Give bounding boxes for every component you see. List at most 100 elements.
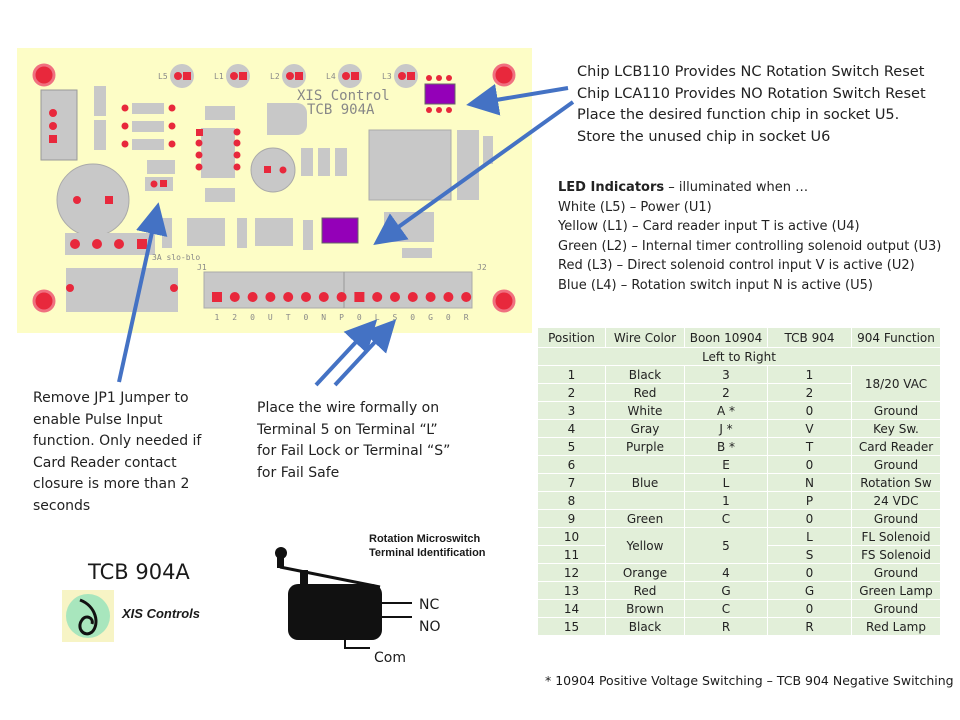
terminal-9 <box>354 292 365 302</box>
svg-text:L1: L1 <box>214 72 224 81</box>
terminal-11 <box>390 292 400 302</box>
table-cell-tcb: 2 <box>767 383 852 402</box>
terminal-label: 0 <box>446 313 451 322</box>
table-cell-boon: 4 <box>684 563 768 582</box>
table-cell-boon: 3 <box>684 365 768 384</box>
terminal-10 <box>372 292 383 302</box>
table-cell-tcb: N <box>767 473 852 492</box>
table-cell-pos: 11 <box>537 545 606 564</box>
socket-u6-chip <box>424 83 456 105</box>
chip-note: Chip LCA110 Provides NO Rotation Switch … <box>577 85 926 102</box>
table-cell-color <box>605 455 685 474</box>
terminal-label: G <box>428 313 433 322</box>
terminal-label: S <box>393 313 398 322</box>
table-cell-pos: 7 <box>537 473 606 492</box>
table-cell-boon: 2 <box>684 383 768 402</box>
product-title: TCB 904A <box>88 560 190 584</box>
table-cell-tcb: 0 <box>767 599 852 618</box>
col-header: TCB 904 <box>767 327 852 348</box>
terminal-3 <box>247 292 258 302</box>
table-cell-color: Orange <box>605 563 685 582</box>
wiring-table: Position Wire Color Boon 10904 TCB 904 9… <box>537 327 941 636</box>
table-cell-boon: G <box>684 581 768 600</box>
microswitch-icon <box>275 547 390 649</box>
logo-icon <box>66 594 110 638</box>
com-label: Com <box>374 650 406 666</box>
terminal-label: 0 <box>250 313 255 322</box>
terminal-label: U <box>268 313 273 322</box>
led-item: Yellow (L1) – Card reader input T is act… <box>558 219 860 234</box>
led-indicators-subtitle: – illuminated when … <box>664 180 809 195</box>
table-cell-color: Black <box>605 617 685 636</box>
arrow-to-terminal-s <box>333 319 397 387</box>
table-cell-boon: 5 <box>684 527 768 564</box>
mounting-hole <box>492 289 516 313</box>
led-item: Green (L2) – Internal timer controlling … <box>558 238 942 254</box>
microswitch-title: Rotation Microswitch Terminal Identifica… <box>369 533 486 559</box>
table-cell-func: Red Lamp <box>851 617 941 636</box>
led-indicators-title: LED Indicators <box>558 180 665 195</box>
terminal-14 <box>443 292 454 302</box>
table-cell-tcb: T <box>767 437 852 456</box>
table-cell-func: Rotation Sw <box>851 473 941 492</box>
table-cell-tcb: 0 <box>767 563 852 582</box>
table-cell-boon: J * <box>684 419 768 438</box>
logo-text: XIS Controls <box>122 606 201 621</box>
table-cell-tcb: 0 <box>767 401 852 420</box>
terminal-12 <box>407 292 418 302</box>
led-item: Red (L3) – Direct solenoid control input… <box>558 258 915 273</box>
table-cell-boon: A * <box>684 401 768 420</box>
terminal-label: 0 <box>357 313 362 322</box>
terminal-label: P <box>339 313 344 322</box>
table-cell-func: Ground <box>851 599 941 618</box>
svg-text:J1: J1 <box>197 263 207 272</box>
terminal-7 <box>318 292 329 302</box>
terminal-label: 2 <box>232 313 237 322</box>
footnote: * 10904 Positive Voltage Switching – TCB… <box>545 673 954 688</box>
terminal-label: 1 <box>215 313 220 322</box>
arrow-to-u6 <box>466 83 569 116</box>
table-cell-boon: 1 <box>684 491 768 510</box>
terminal-label: 0 <box>304 313 309 322</box>
arrow-to-u5 <box>373 100 575 245</box>
table-cell-boon: L <box>684 473 768 492</box>
table-cell-tcb: 0 <box>767 509 852 528</box>
table-cell-boon: E <box>684 455 768 474</box>
table-cell-pos: 5 <box>537 437 606 456</box>
mounting-hole <box>492 63 516 87</box>
table-cell-tcb: P <box>767 491 852 510</box>
table-cell-color: Red <box>605 383 685 402</box>
table-cell-func: Ground <box>851 455 941 474</box>
terminal-label: R <box>464 313 469 322</box>
terminal-13 <box>425 292 436 302</box>
table-cell-tcb: L <box>767 527 852 546</box>
svg-text:J2: J2 <box>477 263 487 272</box>
led-item: Blue (L4) – Rotation switch input N is a… <box>558 277 873 293</box>
table-cell-pos: 8 <box>537 491 606 510</box>
terminal-6 <box>301 292 311 302</box>
table-cell-tcb: 1 <box>767 365 852 384</box>
terminal-label: N <box>321 313 326 322</box>
table-cell-pos: 2 <box>537 383 606 402</box>
xis-logo <box>62 590 114 642</box>
mounting-hole <box>32 63 56 87</box>
table-cell-func: 18/20 VAC <box>851 365 941 402</box>
table-cell-pos: 15 <box>537 617 606 636</box>
chip-note: Place the desired function chip in socke… <box>577 107 900 123</box>
terminal-label: T <box>286 313 291 322</box>
svg-text:L5: L5 <box>158 72 168 81</box>
table-cell-color: Yellow <box>605 527 685 564</box>
mounting-hole <box>32 289 56 313</box>
led-indicators: LED Indicators – illuminated when … Whit… <box>558 178 941 295</box>
table-cell-func: FL Solenoid <box>851 527 941 546</box>
chip-notes: Chip LCB110 Provides NC Rotation Switch … <box>577 62 926 148</box>
